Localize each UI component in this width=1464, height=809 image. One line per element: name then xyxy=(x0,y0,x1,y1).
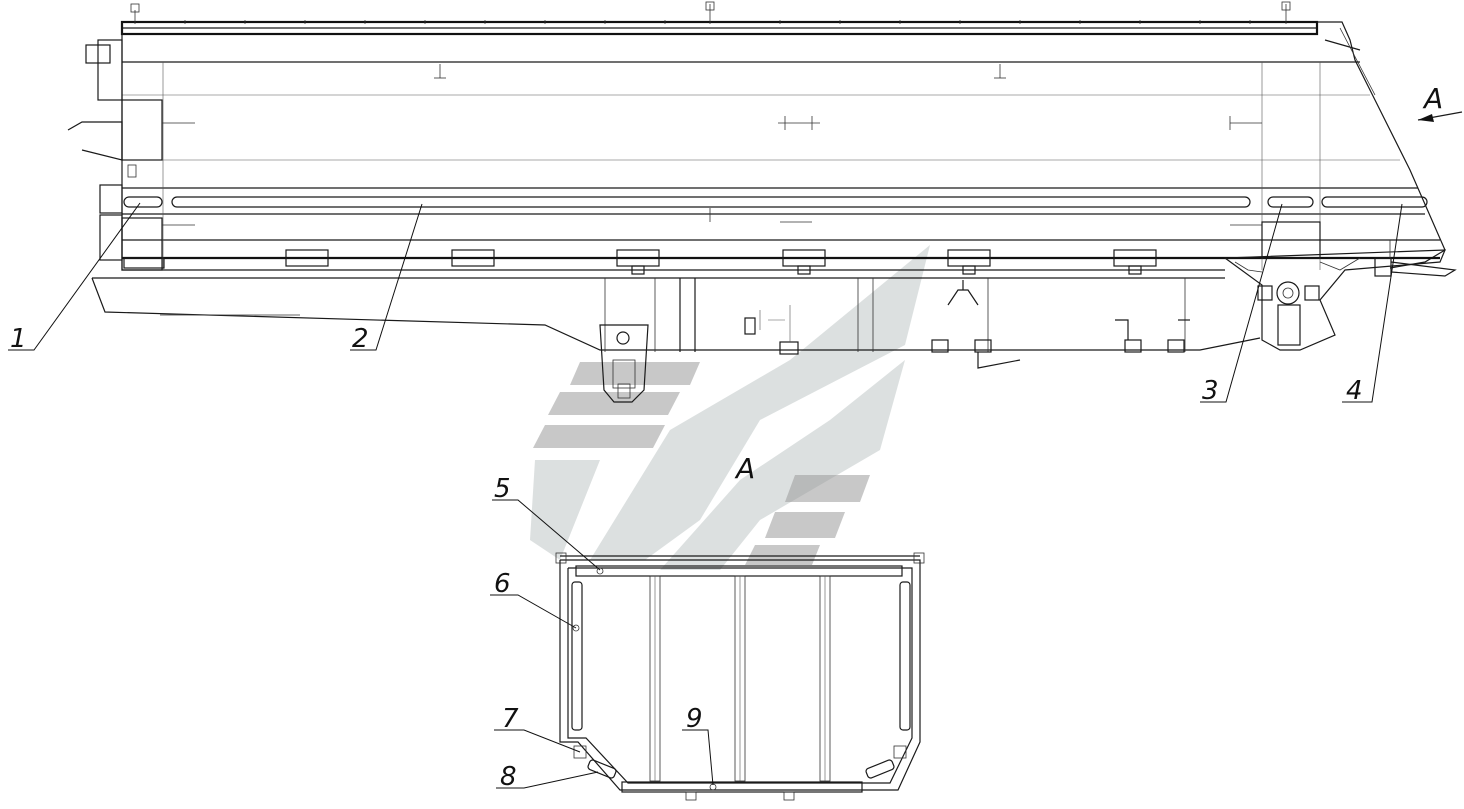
section-view-label: A xyxy=(734,452,755,485)
rear-view xyxy=(555,552,925,801)
callout-3: 3 xyxy=(1202,376,1219,406)
view-marker-label: A xyxy=(1422,82,1443,115)
watermark-logo xyxy=(530,245,930,570)
callout-2: 2 xyxy=(352,324,369,354)
callout-7: 7 xyxy=(502,704,519,734)
callout-4: 4 xyxy=(1346,376,1363,406)
callout-8: 8 xyxy=(500,762,517,792)
side-view xyxy=(67,1,1457,403)
callout-6: 6 xyxy=(494,569,511,599)
callout-5: 5 xyxy=(494,474,511,504)
callouts: 1 2 3 4 5 6 7 8 9 xyxy=(8,202,1403,792)
view-arrow: A xyxy=(1417,82,1463,122)
callout-9: 9 xyxy=(686,704,703,734)
callout-1: 1 xyxy=(10,324,27,354)
